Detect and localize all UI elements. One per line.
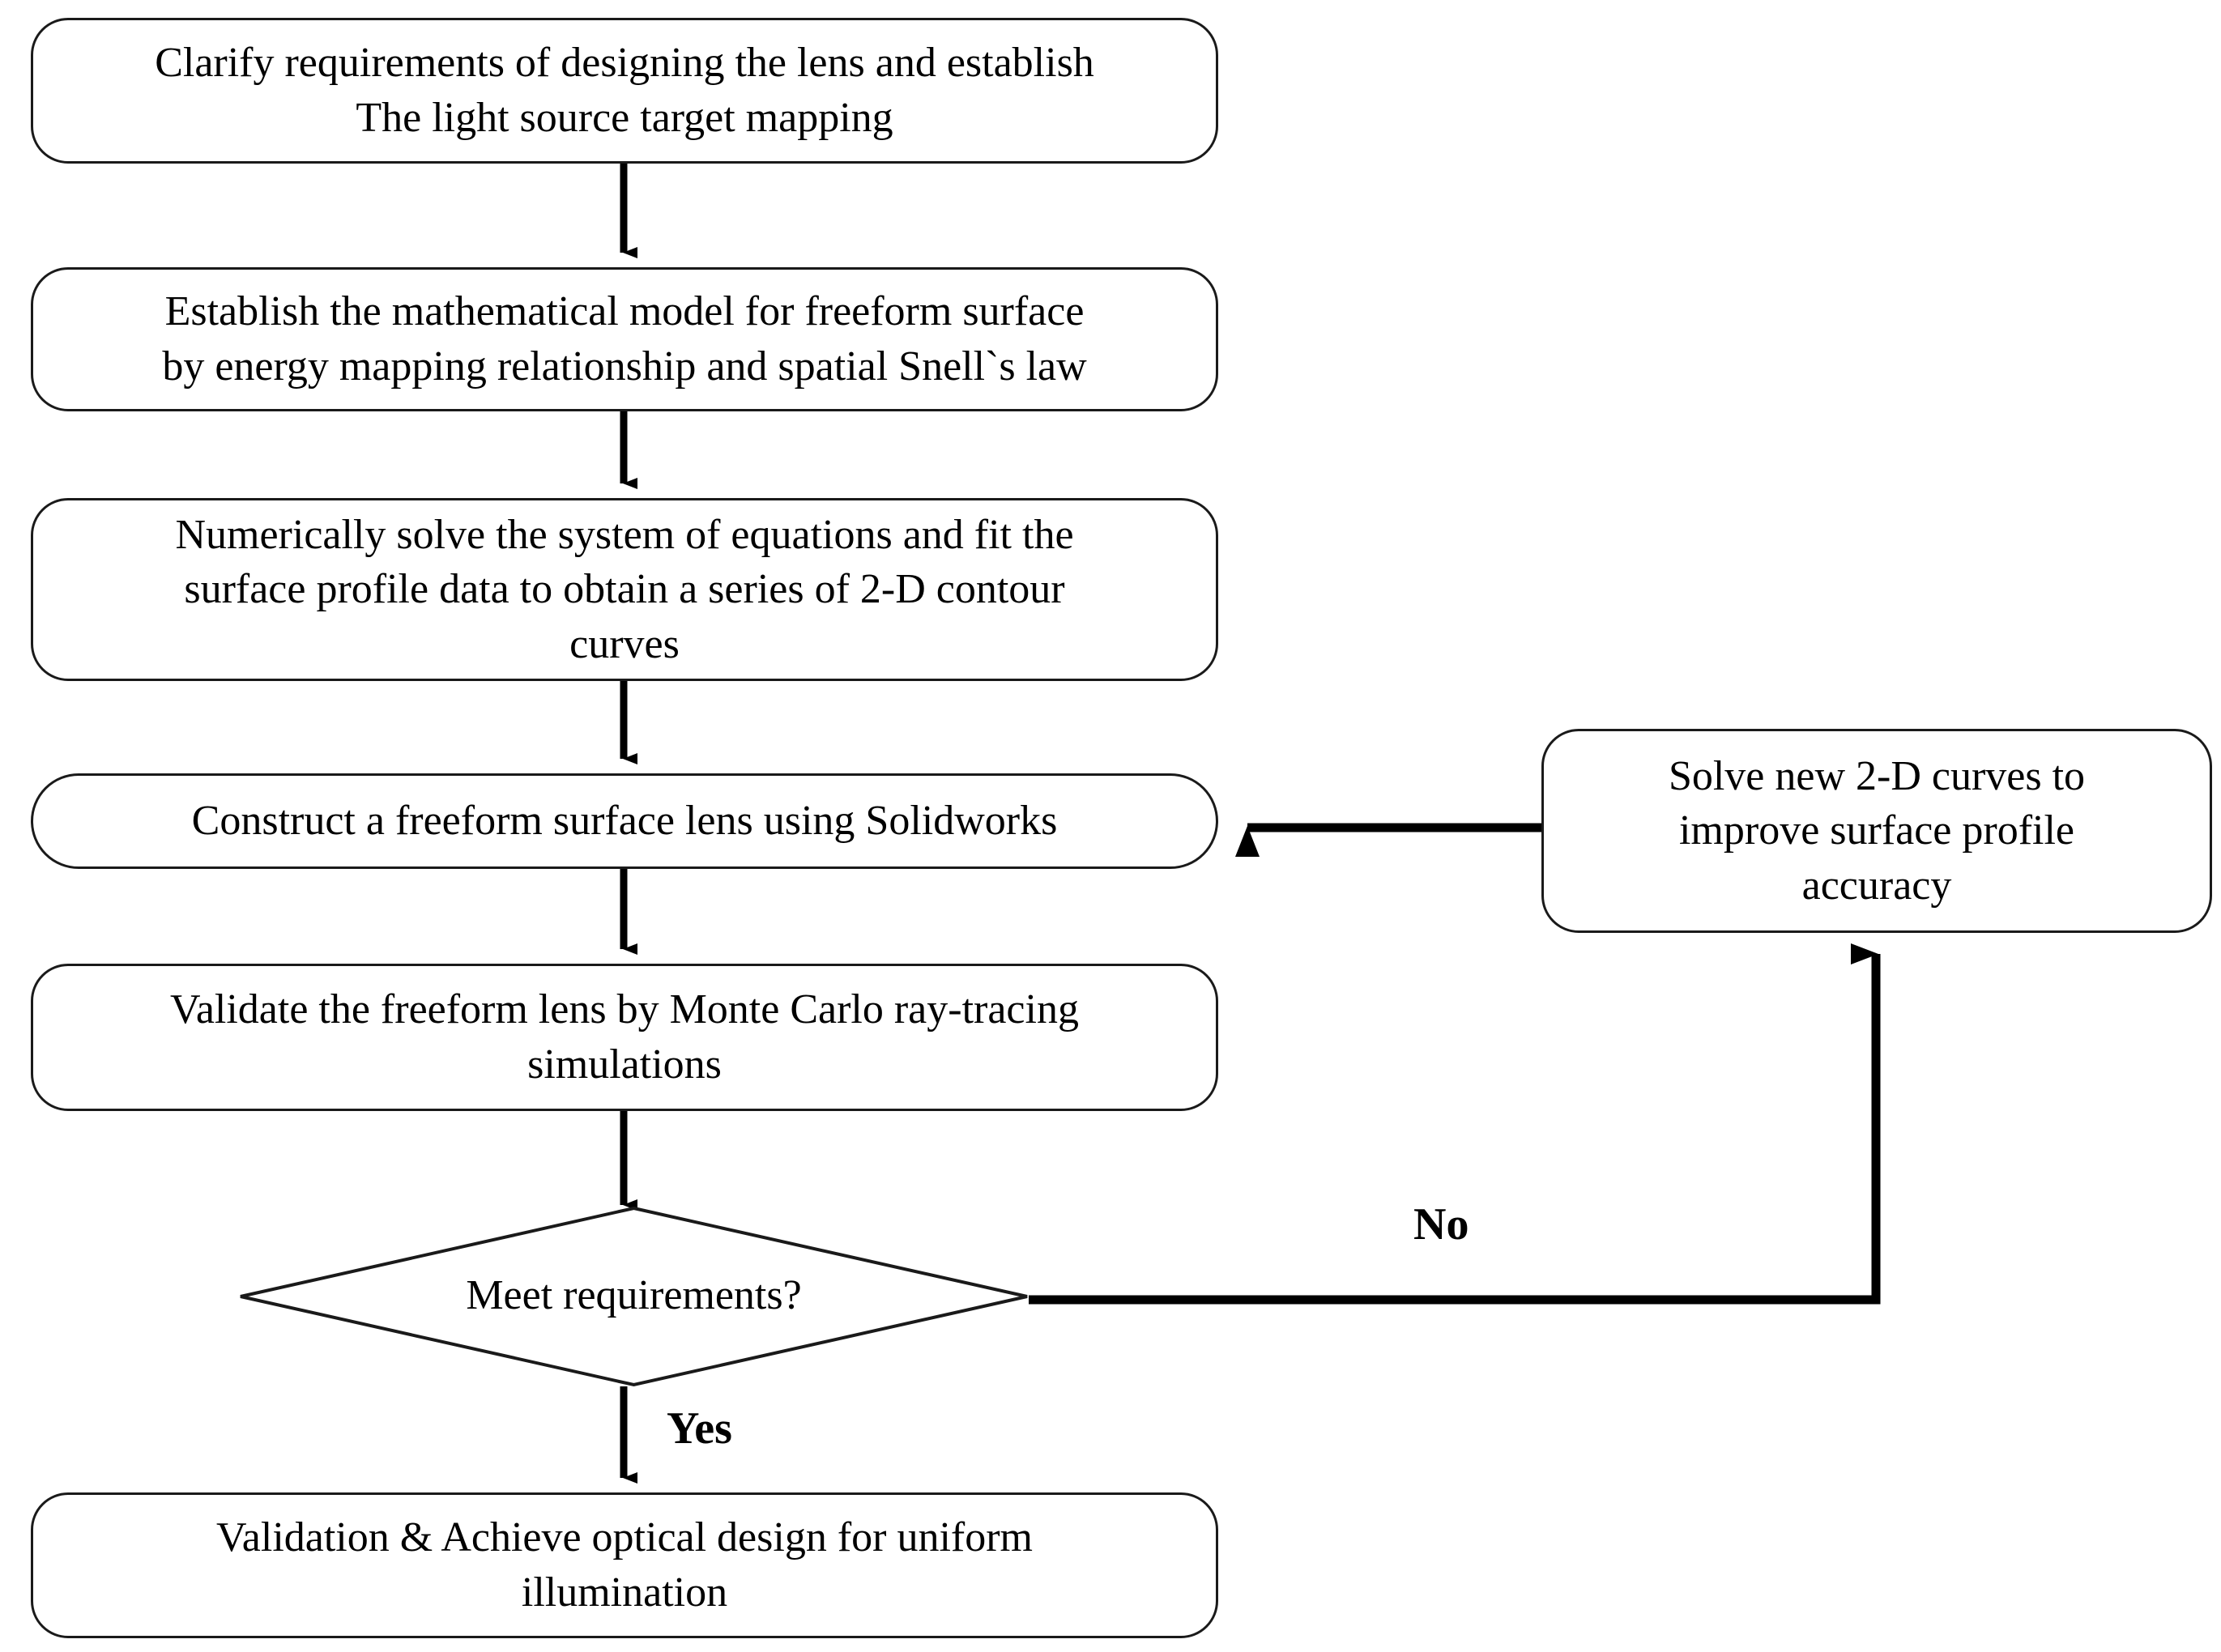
node-solve-new-curves[interactable]: Solve new 2-D curves to improve surface … bbox=[1541, 729, 2212, 933]
node-numerically-solve[interactable]: Numerically solve the system of equation… bbox=[31, 498, 1218, 681]
node-clarify-requirements[interactable]: Clarify requirements of designing the le… bbox=[31, 18, 1218, 164]
node-meet-requirements[interactable]: Meet requirements? bbox=[239, 1206, 1029, 1387]
node-validation-achieve-label: Validation & Achieve optical design for … bbox=[216, 1514, 1033, 1616]
node-validate-montecarlo[interactable]: Validate the freeform lens by Monte Carl… bbox=[31, 964, 1218, 1111]
node-establish-math-model-label: Establish the mathematical model for fre… bbox=[162, 288, 1087, 390]
node-meet-requirements-label: Meet requirements? bbox=[466, 1272, 802, 1318]
node-numerically-solve-label: Numerically solve the system of equation… bbox=[175, 511, 1074, 667]
edge-label-no: No bbox=[1413, 1199, 1469, 1250]
node-establish-math-model[interactable]: Establish the mathematical model for fre… bbox=[31, 267, 1218, 411]
node-construct-lens-label: Construct a freeform surface lens using … bbox=[191, 798, 1058, 845]
node-solve-new-curves-label: Solve new 2-D curves to improve surface … bbox=[1668, 752, 2086, 909]
node-validation-achieve[interactable]: Validation & Achieve optical design for … bbox=[31, 1492, 1218, 1638]
node-clarify-requirements-label: Clarify requirements of designing the le… bbox=[155, 40, 1094, 141]
edge-label-yes: Yes bbox=[667, 1403, 732, 1454]
node-validate-montecarlo-label: Validate the freeform lens by Monte Carl… bbox=[170, 986, 1079, 1088]
node-construct-lens[interactable]: Construct a freeform surface lens using … bbox=[31, 773, 1218, 869]
diamond-shape bbox=[240, 1206, 1028, 1387]
edge-n6-n8-no bbox=[1029, 943, 1881, 1305]
